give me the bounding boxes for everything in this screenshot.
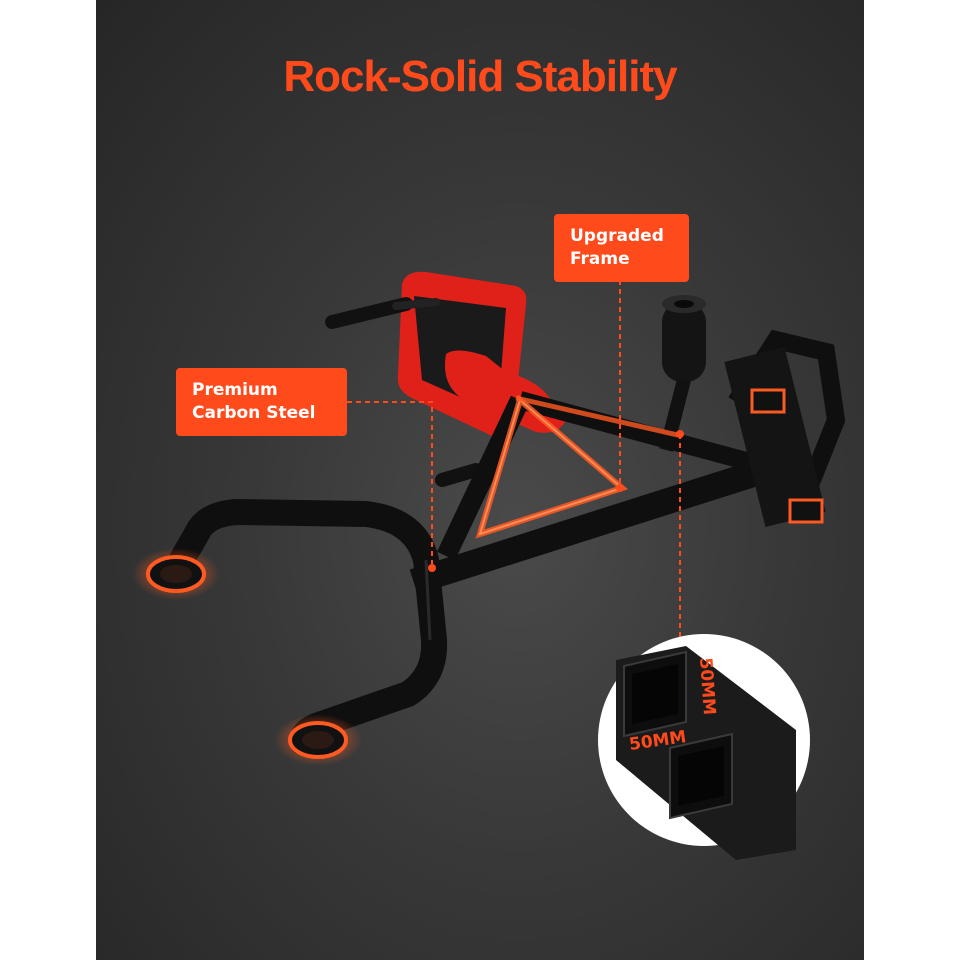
roman-chair-illustration: 50MM 50MM: [132, 271, 846, 860]
handle-bar: [325, 297, 483, 487]
headline: Rock-Solid Stability: [283, 52, 677, 101]
foot-roller: [659, 295, 706, 452]
product-image-panel: Rock-Solid Stability: [96, 0, 864, 960]
leader-lines: [347, 280, 681, 640]
main-frame: [409, 329, 846, 595]
callout-frame-line1: Upgraded: [570, 226, 664, 246]
frame-highlight: [475, 394, 683, 539]
tube-height-label: 50MM: [695, 657, 719, 716]
u-base: [163, 499, 448, 755]
back-pad: [397, 271, 566, 437]
callout-steel-line2: Carbon Steel: [192, 403, 316, 423]
leader-dots: [428, 430, 684, 572]
callout-upgraded-frame: Upgraded Frame: [554, 214, 689, 282]
callout-steel-line1: Premium: [192, 380, 278, 400]
callout-frame-line2: Frame: [570, 249, 630, 269]
tube-cross-section-detail: 50MM 50MM: [598, 634, 810, 860]
callout-carbon-steel: Premium Carbon Steel: [176, 368, 347, 436]
end-cap-glows: [132, 388, 824, 766]
